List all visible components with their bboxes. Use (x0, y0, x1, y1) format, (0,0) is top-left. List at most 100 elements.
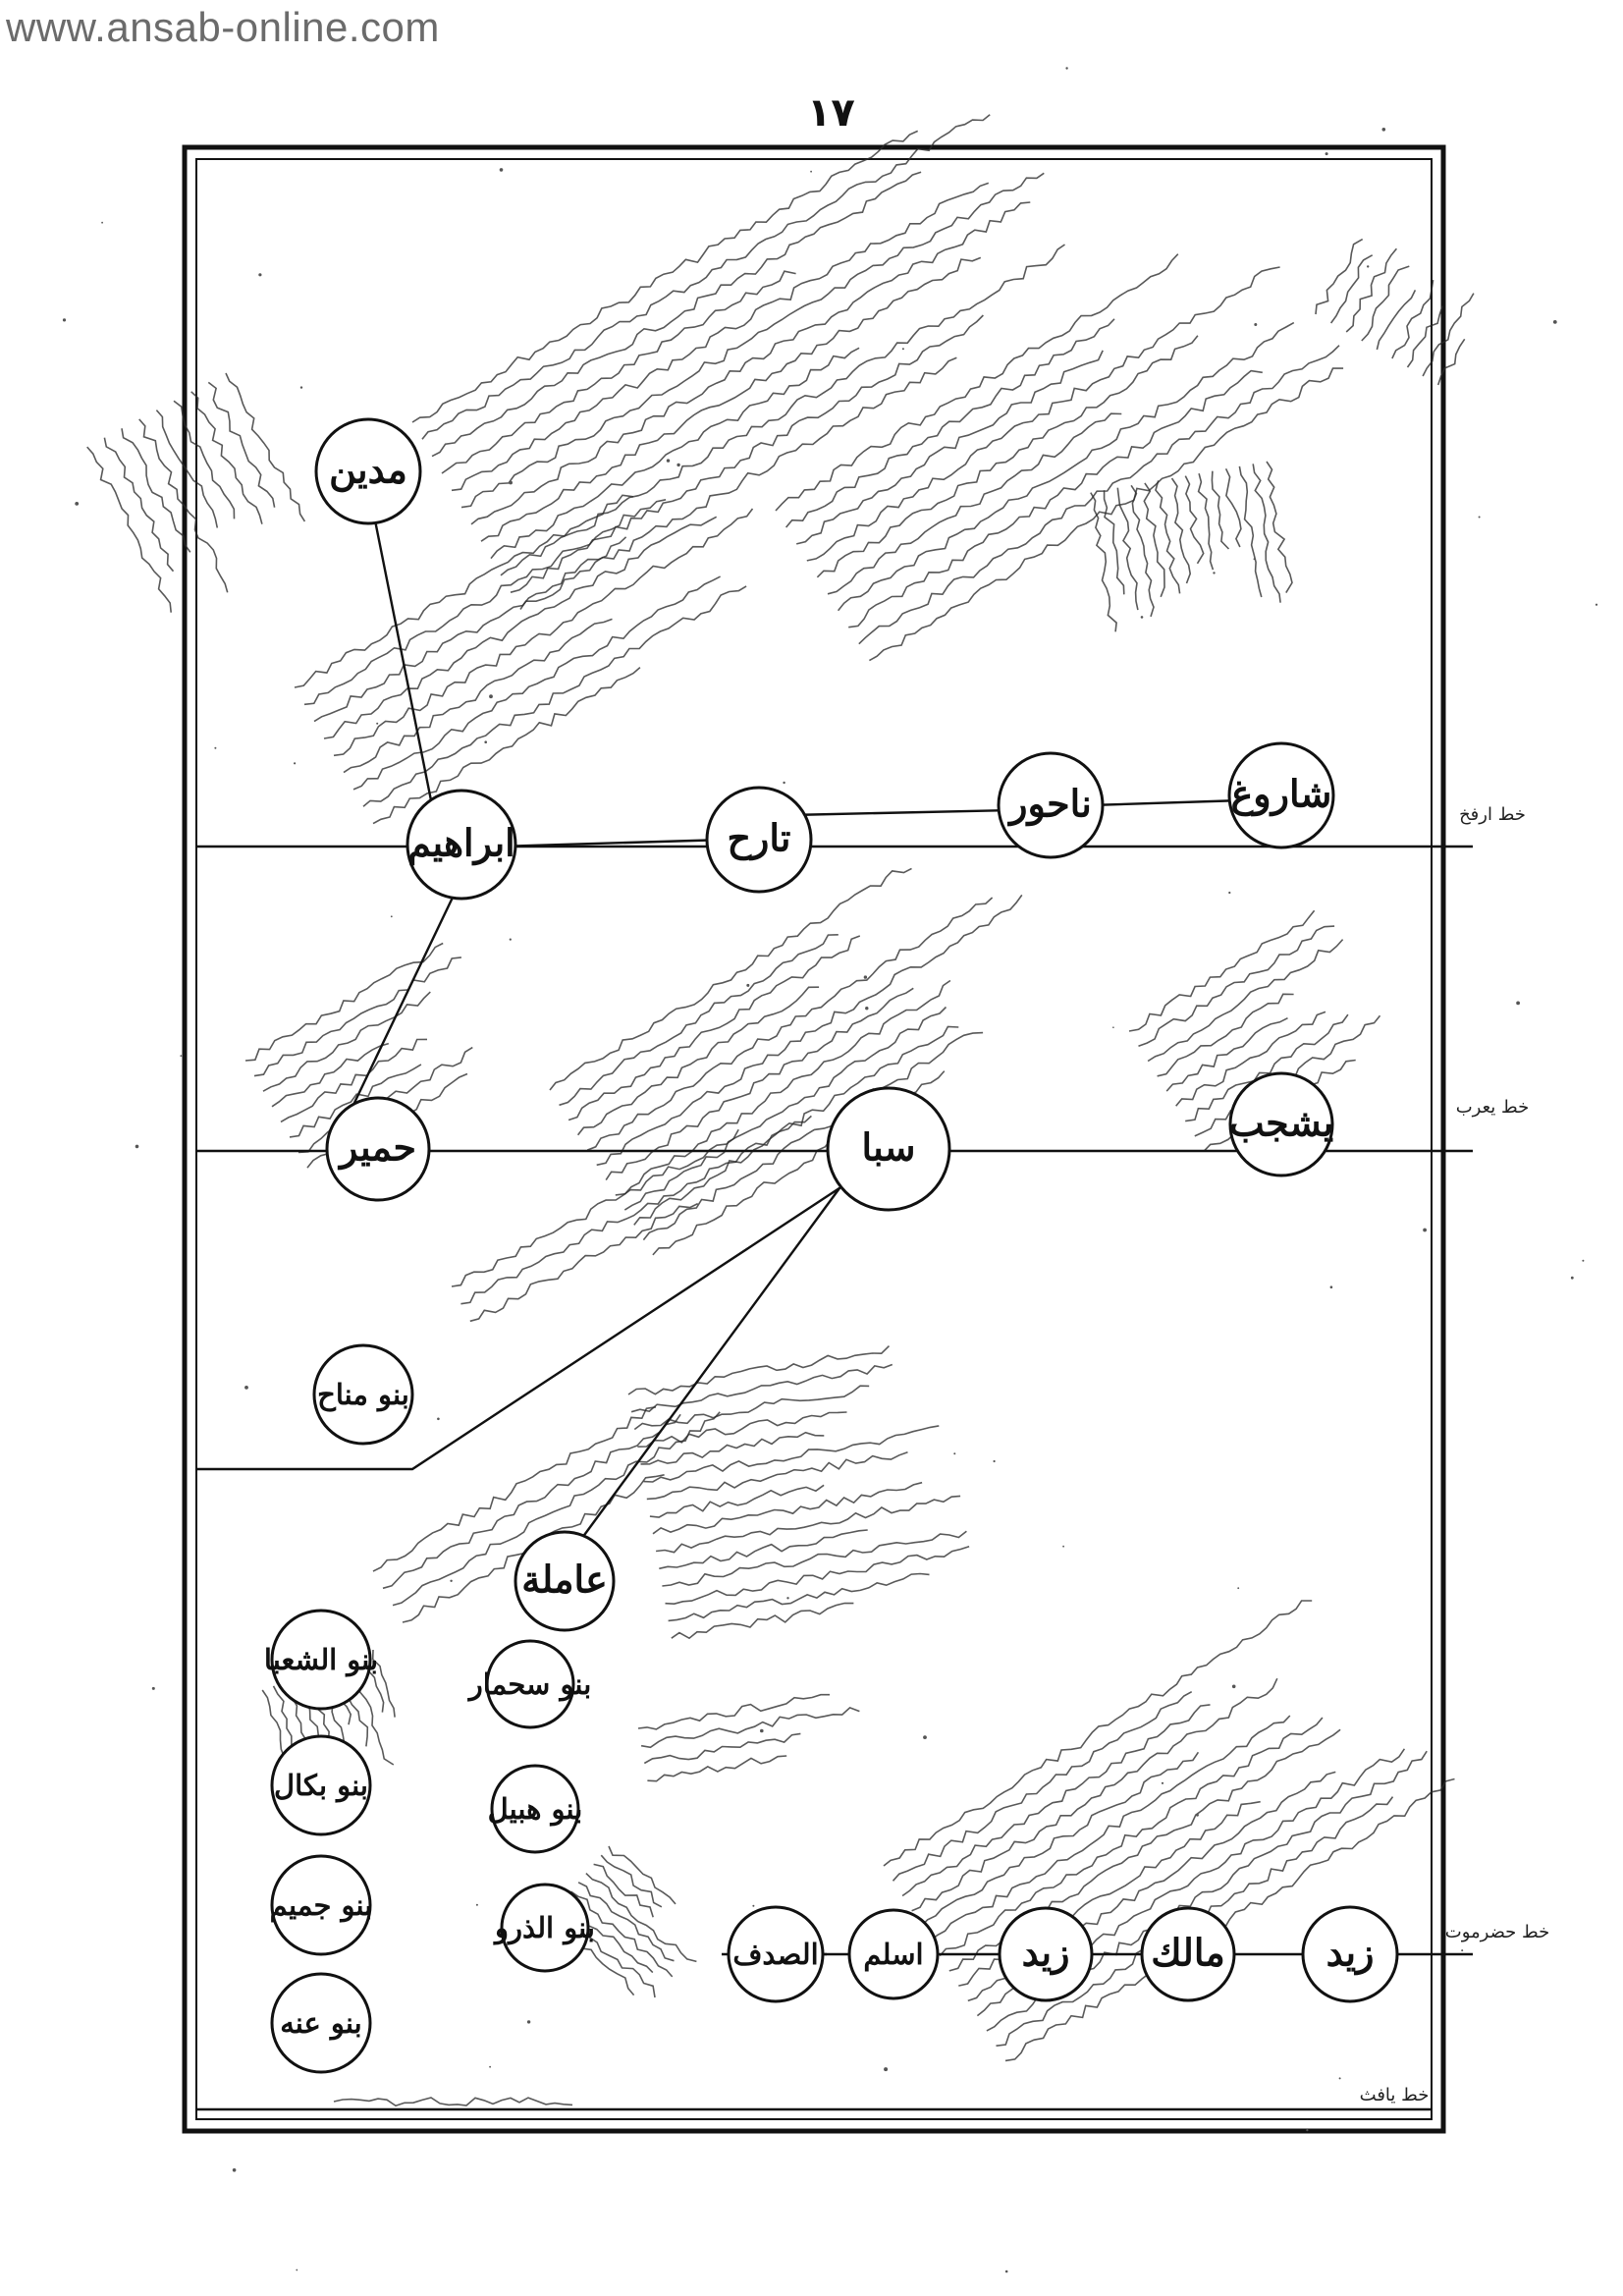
scan-speck (783, 781, 785, 785)
handwritten-text-line (431, 171, 922, 458)
handwritten-text-line (1170, 477, 1192, 584)
handwritten-text-line (323, 516, 718, 739)
handwritten-text-line (806, 266, 1280, 562)
scan-speck (1552, 320, 1557, 324)
handwritten-text-line (1090, 492, 1117, 632)
handwritten-text-line (627, 1345, 891, 1395)
handwritten-text-line (920, 1751, 1200, 1927)
handwritten-text-line (382, 1413, 681, 1590)
handwritten-text-line (272, 1685, 293, 1746)
handwritten-text-line (1406, 305, 1443, 368)
handwritten-text-line (392, 1411, 721, 1607)
scan-speck (1367, 265, 1370, 268)
scan-speck (1196, 1813, 1199, 1817)
node-zayd-2: زيد (1301, 1905, 1399, 2003)
handwritten-text-line (1238, 465, 1263, 598)
scan-speck (151, 1686, 155, 1690)
handwritten-text-line (280, 1038, 428, 1123)
scan-speck (1329, 1285, 1333, 1288)
node-label-banu-sahmar: بنو سحمار (467, 1667, 592, 1702)
node-label-banu-anna: بنو عنه (280, 2006, 362, 2041)
scan-speck (786, 1597, 789, 1600)
handwritten-text-line (1103, 490, 1125, 595)
scan-speck (526, 2020, 531, 2024)
handwritten-text-line (858, 345, 1340, 645)
scan-speck (1381, 128, 1386, 132)
handwritten-text-line (615, 979, 951, 1196)
handwritten-text-line (262, 991, 431, 1092)
node-label-alsadif: الصدف (732, 1938, 818, 1971)
node-madyan: مدين (314, 417, 422, 525)
scan-speck (863, 975, 868, 979)
handwritten-text-line (421, 114, 991, 440)
connector-madyan-ibrahim (371, 510, 434, 806)
node-label-banu-aldharu: بنو الذرو (493, 1911, 595, 1945)
handwritten-text-line (608, 1845, 676, 1905)
node-himyar: حمير (325, 1096, 431, 1202)
handwritten-text-line (1155, 480, 1181, 594)
frame-outer (182, 144, 1446, 2134)
node-nahur: ناحور (997, 751, 1105, 859)
handwritten-text-line (665, 1545, 970, 1606)
handwritten-text-line (883, 1600, 1313, 1867)
line-label-d: خط يافث (1360, 2085, 1430, 2105)
handwritten-text-line (586, 897, 994, 1151)
scan-speck (258, 273, 262, 277)
node-label-tarikh: تارح (727, 816, 790, 861)
node-label-ibrahim: ابراهيم (407, 821, 514, 866)
handwritten-text-line (451, 1128, 739, 1287)
handwritten-text-line (1157, 993, 1294, 1077)
handwritten-text-line (190, 391, 263, 524)
handwritten-text-line (646, 1451, 908, 1501)
handwritten-text-line (649, 1484, 825, 1518)
handwritten-text-line (490, 347, 860, 560)
handwritten-text-line (510, 314, 984, 593)
scan-speck (390, 915, 393, 918)
handwritten-text-line (1165, 1016, 1288, 1092)
handwritten-text-line (784, 318, 1115, 528)
handwritten-text-line (837, 321, 1295, 612)
handwritten-text-line (600, 1854, 663, 1908)
handwritten-text-line (827, 412, 1122, 595)
handwritten-text-line (343, 618, 613, 774)
scan-speck (1140, 616, 1144, 619)
handwritten-text-line (519, 356, 957, 610)
handwritten-text-line (640, 1706, 860, 1749)
connector-tarikh-nahur (789, 808, 1012, 817)
scan-speck (1237, 1587, 1240, 1590)
scan-speck (376, 722, 379, 725)
handwritten-text-line (451, 182, 990, 492)
scan-speck (1325, 152, 1328, 156)
node-malik: مالك (1140, 1906, 1236, 2002)
scan-speck (865, 1007, 869, 1011)
scan-speck (214, 746, 217, 749)
scan-speck (760, 1728, 764, 1733)
handwritten-text-line (642, 1031, 984, 1241)
scan-speck (475, 1903, 478, 1906)
handwritten-text-line (460, 172, 1045, 509)
handwritten-text-line (577, 1882, 675, 1962)
scan-speck (1595, 603, 1598, 606)
node-zayd-1: زيد (998, 1906, 1094, 2002)
node-amila: عاملة (514, 1530, 616, 1632)
handwritten-text-line (1116, 487, 1139, 611)
line-manah-row (196, 1176, 855, 1471)
handwritten-text-line (271, 1042, 390, 1108)
node-banu-ashaba: بنو الشعبا (264, 1609, 378, 1711)
handwritten-text-line (892, 1690, 1193, 1882)
scan-speck (489, 2065, 491, 2068)
node-banu-manah: بنو مناح (312, 1343, 414, 1446)
node-aslam: اسلم (847, 1908, 940, 2000)
scan-speck (1062, 1545, 1064, 1548)
scan-speck (1112, 1026, 1114, 1028)
handwritten-text-line (1252, 464, 1281, 603)
scan-speck (1423, 1228, 1427, 1232)
handwritten-text-line (470, 201, 1031, 525)
handwritten-text-line (244, 942, 444, 1062)
page-number: ١٧ (807, 90, 855, 136)
handwritten-text-line (303, 499, 667, 706)
handwritten-text-line (623, 1006, 947, 1211)
scan-speck (1478, 516, 1481, 519)
handwritten-text-line (637, 1411, 847, 1448)
